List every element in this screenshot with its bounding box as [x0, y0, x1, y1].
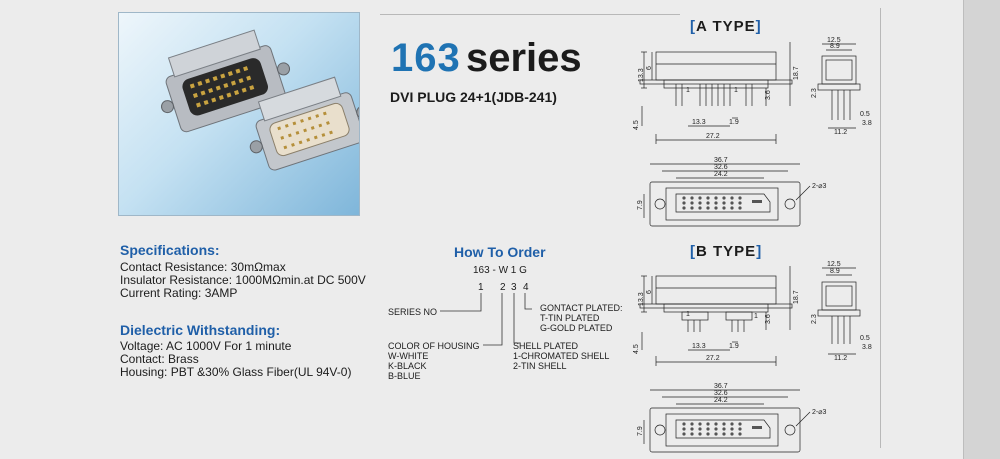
a-dim-32-6: 32.6 — [714, 164, 728, 171]
b-dim-3-8: 3.8 — [862, 344, 872, 351]
series-number: 163 — [391, 36, 461, 80]
order-housing-white: W-WHITE — [388, 351, 429, 361]
a-dim-3-6: 3.6 — [765, 90, 772, 100]
right-margin-bar — [963, 0, 1000, 459]
b-dim-3-6: 3.6 — [765, 314, 772, 324]
a-dim-1-right: 1 — [734, 87, 738, 94]
a-type-label: A TYPE — [696, 18, 756, 35]
dvi-connectors-illustration — [161, 29, 359, 171]
a-type-bracket-open: [ — [690, 18, 696, 35]
a-dim-7-9: 7.9 — [637, 200, 644, 210]
a-dim-1-9: 1.9 — [729, 119, 739, 126]
b-dim-1-9: 1.9 — [729, 343, 739, 350]
a-dim-8-9: 8.9 — [830, 43, 840, 50]
b-type-drawing: 12.5 8.9 13.3 6 18.7 1 1 3.6 4.5 13.3 1.… — [633, 261, 872, 453]
b-dim-0-5: 0.5 — [860, 335, 870, 342]
a-dim-36-7: 36.7 — [714, 157, 728, 164]
order-shell-title: SHELL PLATED — [513, 341, 579, 351]
a-type-heading: [A TYPE] — [690, 18, 762, 35]
a-dim-2-3: 2.3 — [811, 88, 818, 98]
spec-insulator-resistance: Insulator Resistance: 1000MΩmin.at DC 50… — [120, 273, 366, 287]
product-photo — [118, 12, 360, 216]
dielectric-housing: Housing: PBT &30% Glass Fiber(UL 94V-0) — [120, 365, 352, 379]
b-dim-12-5: 12.5 — [827, 261, 841, 268]
a-dim-hole: 2-⌀3 — [812, 183, 826, 190]
a-dim-4-5: 4.5 — [633, 120, 640, 130]
a-dim-6: 6 — [646, 66, 653, 70]
order-contact-tin: T-TIN PLATED — [540, 313, 600, 323]
order-digit-2: 2 — [500, 282, 506, 293]
a-dim-18-7: 18.7 — [793, 66, 800, 80]
b-type-heading: [B TYPE] — [690, 243, 762, 260]
a-type-bracket-close: ] — [755, 18, 762, 35]
order-digit-1: 1 — [478, 282, 484, 293]
product-subtitle: DVI PLUG 24+1(JDB-241) — [390, 89, 557, 105]
order-code: 163 - W 1 G — [473, 265, 527, 276]
order-digit-3: 3 — [511, 282, 517, 293]
b-dim-1-right: 1 — [754, 313, 758, 320]
a-dim-13-3-width: 13.3 — [692, 119, 706, 126]
a-dim-13-3-height: 13.3 — [638, 68, 645, 82]
order-contact-title: GONTACT PLATED: — [540, 303, 623, 313]
how-to-order-heading: How To Order — [454, 244, 546, 260]
b-dim-36-7: 36.7 — [714, 383, 728, 390]
b-dim-13-3-height: 13.3 — [638, 292, 645, 306]
b-dim-11-2: 11.2 — [834, 355, 847, 362]
a-dim-12-5: 12.5 — [827, 37, 841, 44]
b-dim-4-5: 4.5 — [633, 344, 640, 354]
b-dim-27-2: 27.2 — [706, 355, 720, 362]
b-dim-18-7: 18.7 — [793, 290, 800, 304]
b-dim-8-9: 8.9 — [830, 268, 840, 275]
b-dim-7-9: 7.9 — [637, 426, 644, 436]
b-dim-1-left: 1 — [686, 311, 690, 318]
a-dim-27-2: 27.2 — [706, 133, 720, 140]
a-dim-24-2: 24.2 — [714, 171, 728, 178]
b-dim-13-3-width: 13.3 — [692, 343, 706, 350]
order-housing-title: COLOR OF HOUSING — [388, 341, 480, 351]
a-dim-11-2: 11.2 — [834, 129, 847, 136]
a-dim-1-left: 1 — [686, 87, 690, 94]
a-type-drawing: 12.5 8.9 13.3 6 18.7 1 1 3.6 4.5 13.3 1.… — [633, 37, 872, 227]
dielectric-contact: Contact: Brass — [120, 352, 199, 366]
order-housing-black: K-BLACK — [388, 361, 427, 371]
b-type-bracket-close: ] — [756, 243, 763, 260]
series-word: series — [466, 36, 582, 80]
b-type-bracket-open: [ — [690, 243, 696, 260]
b-dim-2-3: 2.3 — [811, 314, 818, 324]
order-shell-chromated: 1-CHROMATED SHELL — [513, 351, 610, 361]
order-digit-4: 4 — [523, 282, 529, 293]
spec-contact-resistance: Contact Resistance: 30mΩmax — [120, 260, 286, 274]
b-type-label: B TYPE — [696, 243, 757, 260]
dielectric-voltage: Voltage: AC 1000V For 1 minute — [120, 339, 292, 353]
spec-current-rating: Current Rating: 3AMP — [120, 286, 238, 300]
order-housing-blue: B-BLUE — [388, 371, 421, 381]
specifications-heading: Specifications: — [120, 242, 220, 258]
side-rule — [880, 8, 881, 448]
order-leader-lines — [440, 293, 532, 346]
order-contact-gold: G-GOLD PLATED — [540, 323, 613, 333]
b-dim-hole: 2-⌀3 — [812, 409, 826, 416]
b-dim-32-6: 32.6 — [714, 390, 728, 397]
b-dim-6: 6 — [646, 290, 653, 294]
b-dim-24-2: 24.2 — [714, 397, 728, 404]
dielectric-heading: Dielectric Withstanding: — [120, 322, 281, 338]
a-dim-3-8: 3.8 — [862, 120, 872, 127]
order-series-no: SERIES NO — [388, 307, 438, 317]
top-rule — [380, 14, 680, 15]
a-dim-0-5: 0.5 — [860, 111, 870, 118]
order-shell-tin: 2-TIN SHELL — [513, 361, 567, 371]
